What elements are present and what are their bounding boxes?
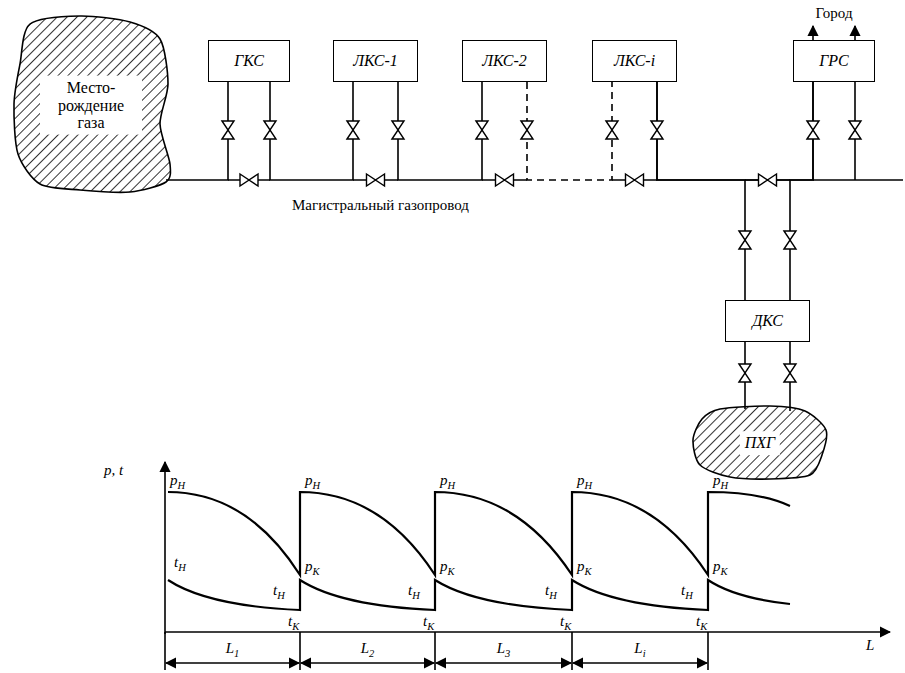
valve-symbol: [651, 121, 663, 139]
supply-arrow: [812, 26, 814, 40]
valve-symbol: [759, 174, 777, 186]
station-label: ЛКС-1: [353, 52, 398, 70]
curve-label: tК: [696, 613, 707, 630]
dimension-line: [436, 662, 571, 664]
pipeline-connector: [270, 82, 353, 180]
compressor-station: ГКС: [208, 40, 290, 82]
valve-symbol: [739, 364, 751, 382]
station-label: ЛКС-i: [614, 52, 655, 70]
valve-symbol: [739, 231, 751, 249]
curve-label: pН: [713, 472, 728, 489]
booster-station: ДКС: [725, 300, 810, 342]
valve-symbol: [222, 121, 234, 139]
station-label: ДКС: [752, 312, 783, 330]
dimension-tick: [434, 632, 436, 670]
axis-label: p, t: [104, 462, 123, 479]
hatched-area: [693, 406, 827, 479]
station-label: ЛКС-2: [482, 52, 527, 70]
curve-label: tН: [408, 582, 420, 599]
compressor-station: ЛКС-1: [333, 40, 418, 82]
dimension-line: [166, 662, 299, 664]
curve-label: tН: [545, 582, 557, 599]
segment-length: L2: [361, 640, 375, 657]
pipeline-connector: [166, 82, 228, 180]
station-label: ГКС: [234, 52, 264, 70]
segment-length: Li: [634, 640, 645, 657]
valve-symbol: [784, 364, 796, 382]
curve-label: pК: [440, 558, 454, 575]
x-axis: [165, 631, 890, 633]
curve-label: tН: [174, 554, 186, 571]
dimension-tick: [571, 632, 573, 670]
curve-label: pН: [440, 472, 455, 489]
curve-label: pК: [305, 558, 319, 575]
pipe-segment: [813, 179, 855, 181]
pipeline-connector: [657, 82, 745, 300]
valve-symbol: [606, 121, 618, 139]
valve-symbol: [240, 174, 258, 186]
valve-symbol: [849, 121, 861, 139]
curve-label: tН: [273, 582, 285, 599]
station-label: ГРС: [819, 52, 849, 70]
pipeline-connector: [745, 342, 790, 411]
pipe-segment: [855, 179, 903, 181]
curve-label: pН: [170, 472, 185, 489]
segment-length: L3: [497, 640, 511, 657]
supply-arrow: [854, 26, 856, 40]
pipeline-connector: [657, 82, 813, 180]
distribution-station: ГРС: [793, 40, 875, 82]
curve-label: tК: [288, 613, 299, 630]
curve-label: tК: [423, 613, 434, 630]
region-label: Место- рождение газа: [40, 76, 142, 135]
region-label: ПХГ: [740, 431, 780, 455]
pipeline-connector: [790, 82, 813, 300]
segment-length: L1: [226, 640, 240, 657]
axis-label: L: [866, 637, 874, 654]
valve-symbol: [521, 121, 533, 139]
curve-label: tН: [681, 582, 693, 599]
pipeline-connector: [527, 82, 612, 180]
dimension-line: [573, 662, 707, 664]
valve-symbol: [367, 174, 385, 186]
gas-field: Место- рождение газа: [10, 14, 172, 196]
curve-label: tК: [560, 613, 571, 630]
valve-symbol: [784, 231, 796, 249]
hatched-area: [14, 16, 171, 192]
valve-symbol: [807, 121, 819, 139]
city-label: Город: [815, 5, 852, 22]
pipeline-label: Магистральный газопровод: [292, 197, 469, 214]
valve-symbol: [626, 174, 644, 186]
y-axis: [164, 462, 166, 634]
curve-label: pН: [577, 472, 592, 489]
curve-label: pН: [305, 472, 320, 489]
curve-label: pК: [577, 558, 591, 575]
curve-label: pК: [713, 558, 727, 575]
valve-symbol: [347, 121, 359, 139]
dimension-tick: [164, 632, 166, 670]
compressor-station: ЛКС-i: [592, 40, 677, 82]
gas-storage: ПХГ: [690, 405, 830, 481]
pipeline-connector: [398, 82, 482, 180]
dimension-tick: [707, 632, 709, 670]
pressure-curve: [168, 492, 790, 575]
valve-symbol: [496, 174, 514, 186]
dimension-line: [301, 662, 434, 664]
valve-symbol: [392, 121, 404, 139]
compressor-station: ЛКС-2: [462, 40, 547, 82]
temperature-curve: [168, 580, 790, 610]
dimension-tick: [299, 632, 301, 670]
valve-symbol: [476, 121, 488, 139]
valve-symbol: [264, 121, 276, 139]
